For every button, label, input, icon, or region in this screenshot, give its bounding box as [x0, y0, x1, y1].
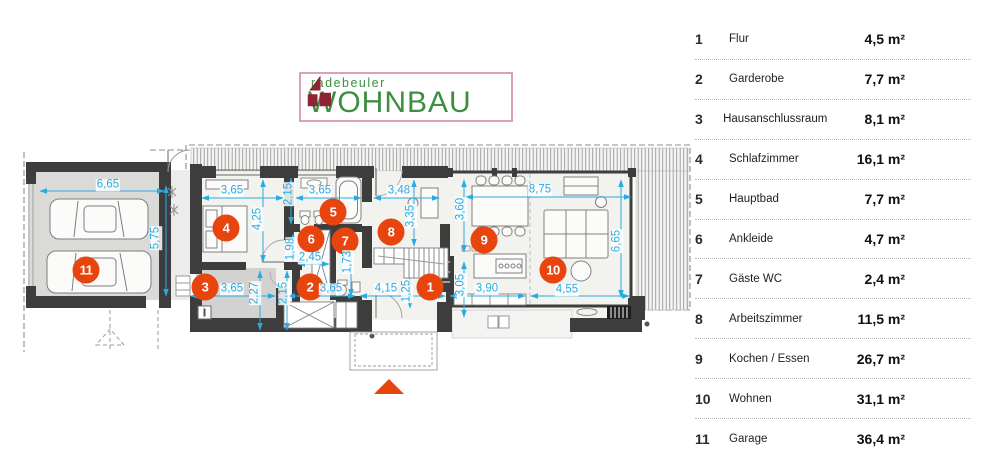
legend-row: 5 Hauptbad 7,7 m²	[695, 180, 971, 220]
walkway-floor	[171, 170, 190, 300]
room-area: 4,5 m²	[864, 31, 905, 48]
terrace-slab	[451, 309, 573, 339]
legend-row: 10 Wohnen 31,1 m²	[695, 379, 971, 420]
room-number: 1	[695, 31, 703, 48]
room-name: Kochen / Essen	[729, 352, 810, 365]
room-name: Hauptbad	[729, 193, 779, 206]
room-area: 7,7 m²	[864, 191, 905, 208]
room-name: Flur	[729, 33, 749, 46]
room-area: 31,1 m²	[856, 390, 905, 407]
room-area: 2,4 m²	[864, 270, 905, 287]
legend-row: 8 Arbeitszimmer 11,5 m²	[695, 299, 971, 340]
room-number: 9	[695, 350, 703, 367]
side-entry-step	[175, 275, 191, 297]
company-logo: radebeuler WOHNBAU	[299, 72, 513, 122]
room-area: 4,7 m²	[864, 230, 905, 247]
driveway-lines	[94, 310, 159, 352]
room-name: Hausanschlussraum	[723, 113, 828, 126]
room-legend: 1 Flur 4,5 m² 2 Garderobe 7,7 m² 3 Hausa…	[681, 20, 971, 458]
tv-board	[563, 176, 599, 196]
garderobe-closet	[283, 301, 358, 329]
hausanschluss-symbol	[197, 305, 212, 320]
room-area: 36,4 m²	[856, 430, 905, 447]
car-1	[49, 198, 149, 240]
room-area: 7,7 m²	[864, 71, 905, 88]
legend-row: 2 Garderobe 7,7 m²	[695, 60, 971, 100]
room-area: 8,1 m²	[864, 111, 905, 128]
dining-table	[471, 175, 529, 237]
legend-row: 6 Ankleide 4,7 m²	[695, 220, 971, 260]
room-number: 6	[695, 230, 703, 247]
room-number: 4	[695, 151, 703, 168]
room-number: 3	[695, 111, 703, 128]
bath-sink	[300, 177, 328, 189]
windows	[216, 169, 336, 176]
bedroom-wardrobe	[205, 179, 249, 190]
legend-row: 4 Schlafzimmer 16,1 m²	[695, 140, 971, 180]
room-name: Wohnen	[729, 392, 772, 405]
room-number: 2	[695, 71, 703, 88]
stairs	[373, 247, 449, 279]
bathtub	[335, 176, 362, 224]
ankleide-closet	[311, 229, 331, 295]
room-number: 10	[695, 390, 711, 407]
legend-row: 9 Kochen / Essen 26,7 m²	[695, 339, 971, 380]
room-area: 26,7 m²	[856, 350, 905, 367]
sofa	[543, 209, 609, 259]
room-number: 8	[695, 310, 703, 327]
bed	[202, 205, 248, 253]
logo-mark-icon	[307, 75, 331, 107]
entrance-arrow	[374, 379, 404, 394]
room-area: 11,5 m²	[857, 310, 905, 327]
floorplan-drawing	[23, 144, 691, 394]
room-name: Gäste WC	[729, 272, 783, 285]
shrub-icons	[167, 186, 179, 216]
logo-brand-top: radebeuler	[311, 75, 386, 90]
car-2	[46, 250, 152, 294]
kitchen-island	[461, 245, 527, 279]
room-number: 5	[695, 191, 703, 208]
room-name: Schlafzimmer	[729, 153, 799, 166]
room-number: 11	[695, 430, 710, 447]
garage-door	[28, 184, 34, 286]
walkway-door	[167, 149, 191, 173]
room-name: Garderobe	[729, 73, 784, 86]
logo-brand-main: WOHNBAU	[308, 86, 472, 119]
legend-row: 11 Garage 36,4 m²	[695, 419, 971, 458]
room-area: 16,1 m²	[856, 151, 905, 168]
terrace-hatch-right	[635, 170, 689, 311]
room-name: Arbeitszimmer	[729, 312, 803, 325]
legend-row: 3 Hausanschlussraum 8,1 m²	[695, 100, 971, 140]
round-table	[595, 196, 607, 208]
room-name: Ankleide	[729, 232, 774, 245]
room-number: 7	[695, 270, 703, 287]
room-name: Garage	[729, 432, 768, 445]
side-table	[570, 260, 592, 282]
terrace-details	[369, 306, 650, 339]
legend-row: 7 Gäste WC 2,4 m²	[695, 259, 971, 300]
legend-row: 1 Flur 4,5 m²	[695, 20, 971, 60]
